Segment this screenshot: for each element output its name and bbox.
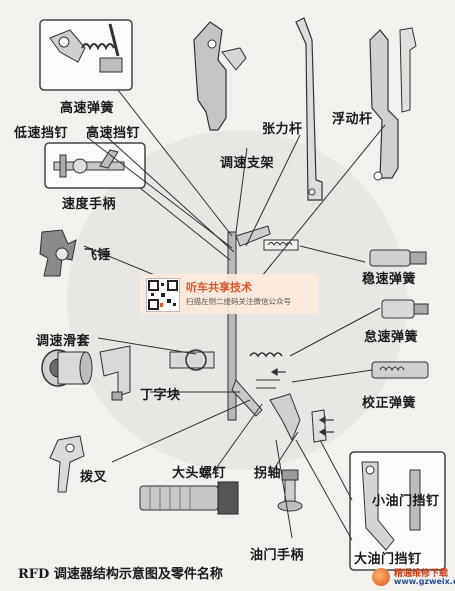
label-idle-spring: 怠速弹簧 [364, 330, 419, 345]
label-correction-spring: 校正弹簧 [362, 396, 417, 411]
label-floating-lever: 浮动杆 [332, 112, 373, 127]
qr-code-icon [146, 278, 180, 312]
governor-sleeve-part [41, 349, 93, 387]
label-governor-bracket: 调速支架 [220, 156, 275, 171]
label-large-throttle-stop: 大油门挡钉 [354, 552, 422, 567]
label-fuel-lever: 油门手柄 [250, 548, 305, 563]
high-speed-spring-inset [39, 19, 133, 91]
leader-lines [83, 89, 386, 541]
label-big-head-screw: 大头螺钉 [172, 466, 227, 481]
watermark-banner: 听车共享技术 扫描左侧二维码关注微信公众号 [140, 274, 318, 314]
force-arrows [270, 367, 334, 437]
idle-spring-part [381, 299, 429, 319]
label-crank-shaft: 拐轴 [254, 466, 282, 481]
governor-bracket-part [193, 21, 247, 131]
label-low-speed-stop: 低速挡钉 [14, 126, 69, 141]
throttle-inset [349, 451, 446, 571]
label-governor-sleeve: 调速滑套 [36, 334, 91, 349]
logo-line2: www.gzweix.com [394, 577, 455, 586]
speed-lever-inset [44, 142, 146, 189]
label-fork: 拨叉 [80, 470, 108, 485]
floating-lever-part [369, 27, 417, 181]
tension-lever-part [295, 17, 323, 201]
label-high-speed-spring: 高速弹簧 [60, 101, 115, 116]
label-high-speed-stop: 高速挡钉 [86, 126, 141, 141]
flyweight-part [39, 229, 77, 277]
label-flyweight: 飞锤 [84, 248, 112, 263]
watermark-title: 听车共享技术 [186, 281, 252, 294]
label-small-throttle-stop: 小油门挡钉 [372, 494, 440, 509]
logo-badge-icon [372, 568, 390, 586]
big-head-screw-part [139, 481, 239, 515]
t-block-part [99, 345, 131, 401]
stabilizer-spring-part [263, 239, 427, 267]
crank-shaft-part [277, 469, 303, 512]
logo-line1: 精通维修下载 [394, 569, 449, 579]
label-tension-lever: 张力杆 [262, 122, 303, 137]
label-t-block: 丁字块 [140, 388, 181, 403]
fork-part [49, 435, 85, 493]
label-speed-lever: 速度手柄 [62, 197, 117, 212]
figure-caption: RFD 调速器结构示意图及零件名称 [18, 567, 223, 582]
label-stabilizer-spring: 稳速弹簧 [362, 272, 417, 287]
site-logo: 精通维修下载 www.gzweix.com [372, 566, 455, 588]
correction-spring-part [371, 361, 429, 379]
watermark-subtitle: 扫描左侧二维码关注微信公众号 [186, 297, 291, 306]
